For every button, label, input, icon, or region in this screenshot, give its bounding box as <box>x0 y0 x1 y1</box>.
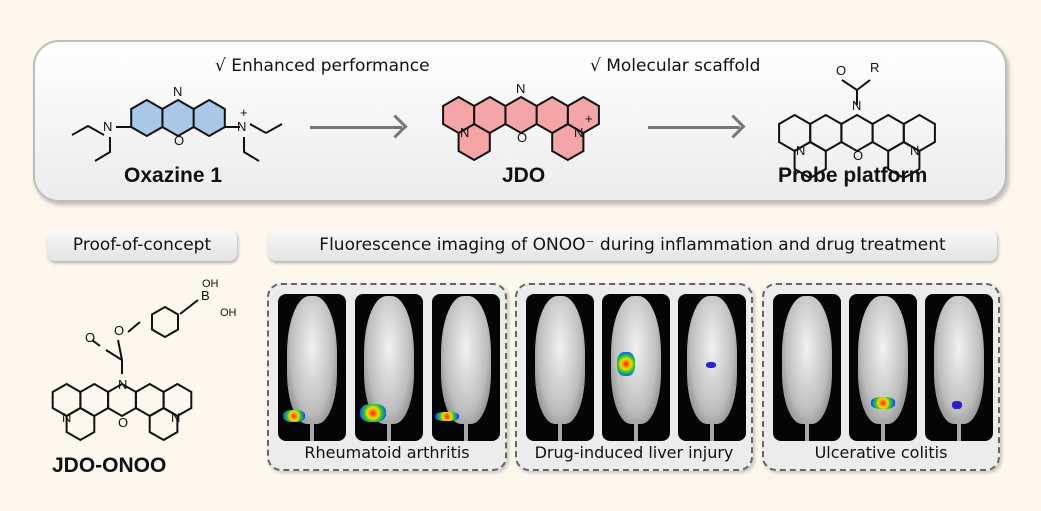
proof-of-concept-pill: Proof-of-concept <box>47 229 237 261</box>
ring <box>871 113 905 153</box>
mouse-image <box>678 294 746 441</box>
bond <box>105 349 123 374</box>
bond <box>117 339 123 361</box>
liver-injury-group: Drug-induced liver injury <box>515 283 753 471</box>
ring <box>161 98 195 138</box>
ring <box>442 95 476 135</box>
jdo-onoo-label: JDO-ONOO <box>52 454 167 477</box>
group-label: Ulcerative colitis <box>814 443 948 462</box>
atom-label: N <box>852 98 861 113</box>
oxazine-1-label: Oxazine 1 <box>124 164 223 187</box>
mouse-image <box>432 294 500 441</box>
ring <box>151 305 179 339</box>
ring <box>473 95 507 135</box>
jdo-structure: N O N N + <box>442 81 600 162</box>
probe-platform-label: Probe platform <box>778 164 928 187</box>
bond <box>856 79 871 91</box>
atom-label: N <box>460 125 469 140</box>
atom-label: O <box>174 133 184 148</box>
bond <box>71 124 105 136</box>
oxazine-1-structure: N O N N + <box>71 84 283 162</box>
bond <box>179 299 199 315</box>
atom-label: + <box>240 105 248 120</box>
atom-label: O <box>517 130 527 145</box>
mouse-image <box>602 294 670 441</box>
ring <box>134 382 165 418</box>
mouse-image <box>925 294 993 441</box>
ring <box>840 113 874 153</box>
atom-label: O <box>118 415 128 430</box>
molecular-scaffold-note: √ Molecular scaffold <box>590 56 761 76</box>
atom-label: O <box>114 323 124 338</box>
arrow-icon <box>310 126 402 129</box>
atom-label: OH <box>202 278 219 290</box>
ring <box>79 382 110 418</box>
atom-label: R <box>870 60 879 75</box>
atom-label: N <box>173 84 182 99</box>
arrow-icon <box>648 126 740 129</box>
atom-label: N <box>62 410 71 425</box>
atom-label: O <box>836 63 846 78</box>
atom-label: B <box>201 288 210 303</box>
group-label: Rheumatoid arthritis <box>304 443 470 462</box>
atom-label: N <box>796 143 805 158</box>
atom-label: N <box>516 81 525 96</box>
enhanced-performance-note: √ Enhanced performance <box>215 56 430 76</box>
bond <box>265 123 283 134</box>
mouse-image <box>773 294 841 441</box>
atom-label: O <box>853 148 863 163</box>
bond <box>91 339 101 347</box>
imaging-title-pill: Fluorescence imaging of ONOO⁻ during inf… <box>268 229 997 261</box>
ulcerative-colitis-group: Ulcerative colitis <box>762 283 1000 471</box>
group-label: Drug-induced liver injury <box>534 443 734 462</box>
ring <box>535 95 569 135</box>
rheumatoid-arthritis-group: Rheumatoid arthritis <box>267 283 507 471</box>
bond <box>127 321 141 333</box>
atom-label: N <box>118 377 127 392</box>
ring <box>778 113 812 153</box>
probe-platform-structure: N O N N O R <box>778 60 936 180</box>
atom-label: N <box>171 410 180 425</box>
jdo-onoo-structure: N O N N O O B OH OH <box>51 278 237 442</box>
ring <box>809 113 843 153</box>
bond <box>94 137 111 162</box>
mouse-image <box>278 294 346 441</box>
ring <box>192 98 226 138</box>
mouse-image <box>355 294 423 441</box>
atom-label: N <box>574 125 583 140</box>
atom-label: N <box>910 143 919 158</box>
mouse-image <box>849 294 917 441</box>
mouse-image <box>526 294 594 441</box>
bond <box>841 79 858 105</box>
atom-label: O <box>85 330 95 345</box>
atom-label: N <box>103 119 112 134</box>
atom-label: + <box>585 111 593 126</box>
bond <box>243 137 260 162</box>
atom-label: OH <box>220 307 237 319</box>
ring <box>130 98 164 138</box>
jdo-label: JDO <box>502 164 546 187</box>
bond <box>249 123 267 134</box>
ring <box>504 95 538 135</box>
atom-label: N <box>237 119 246 134</box>
